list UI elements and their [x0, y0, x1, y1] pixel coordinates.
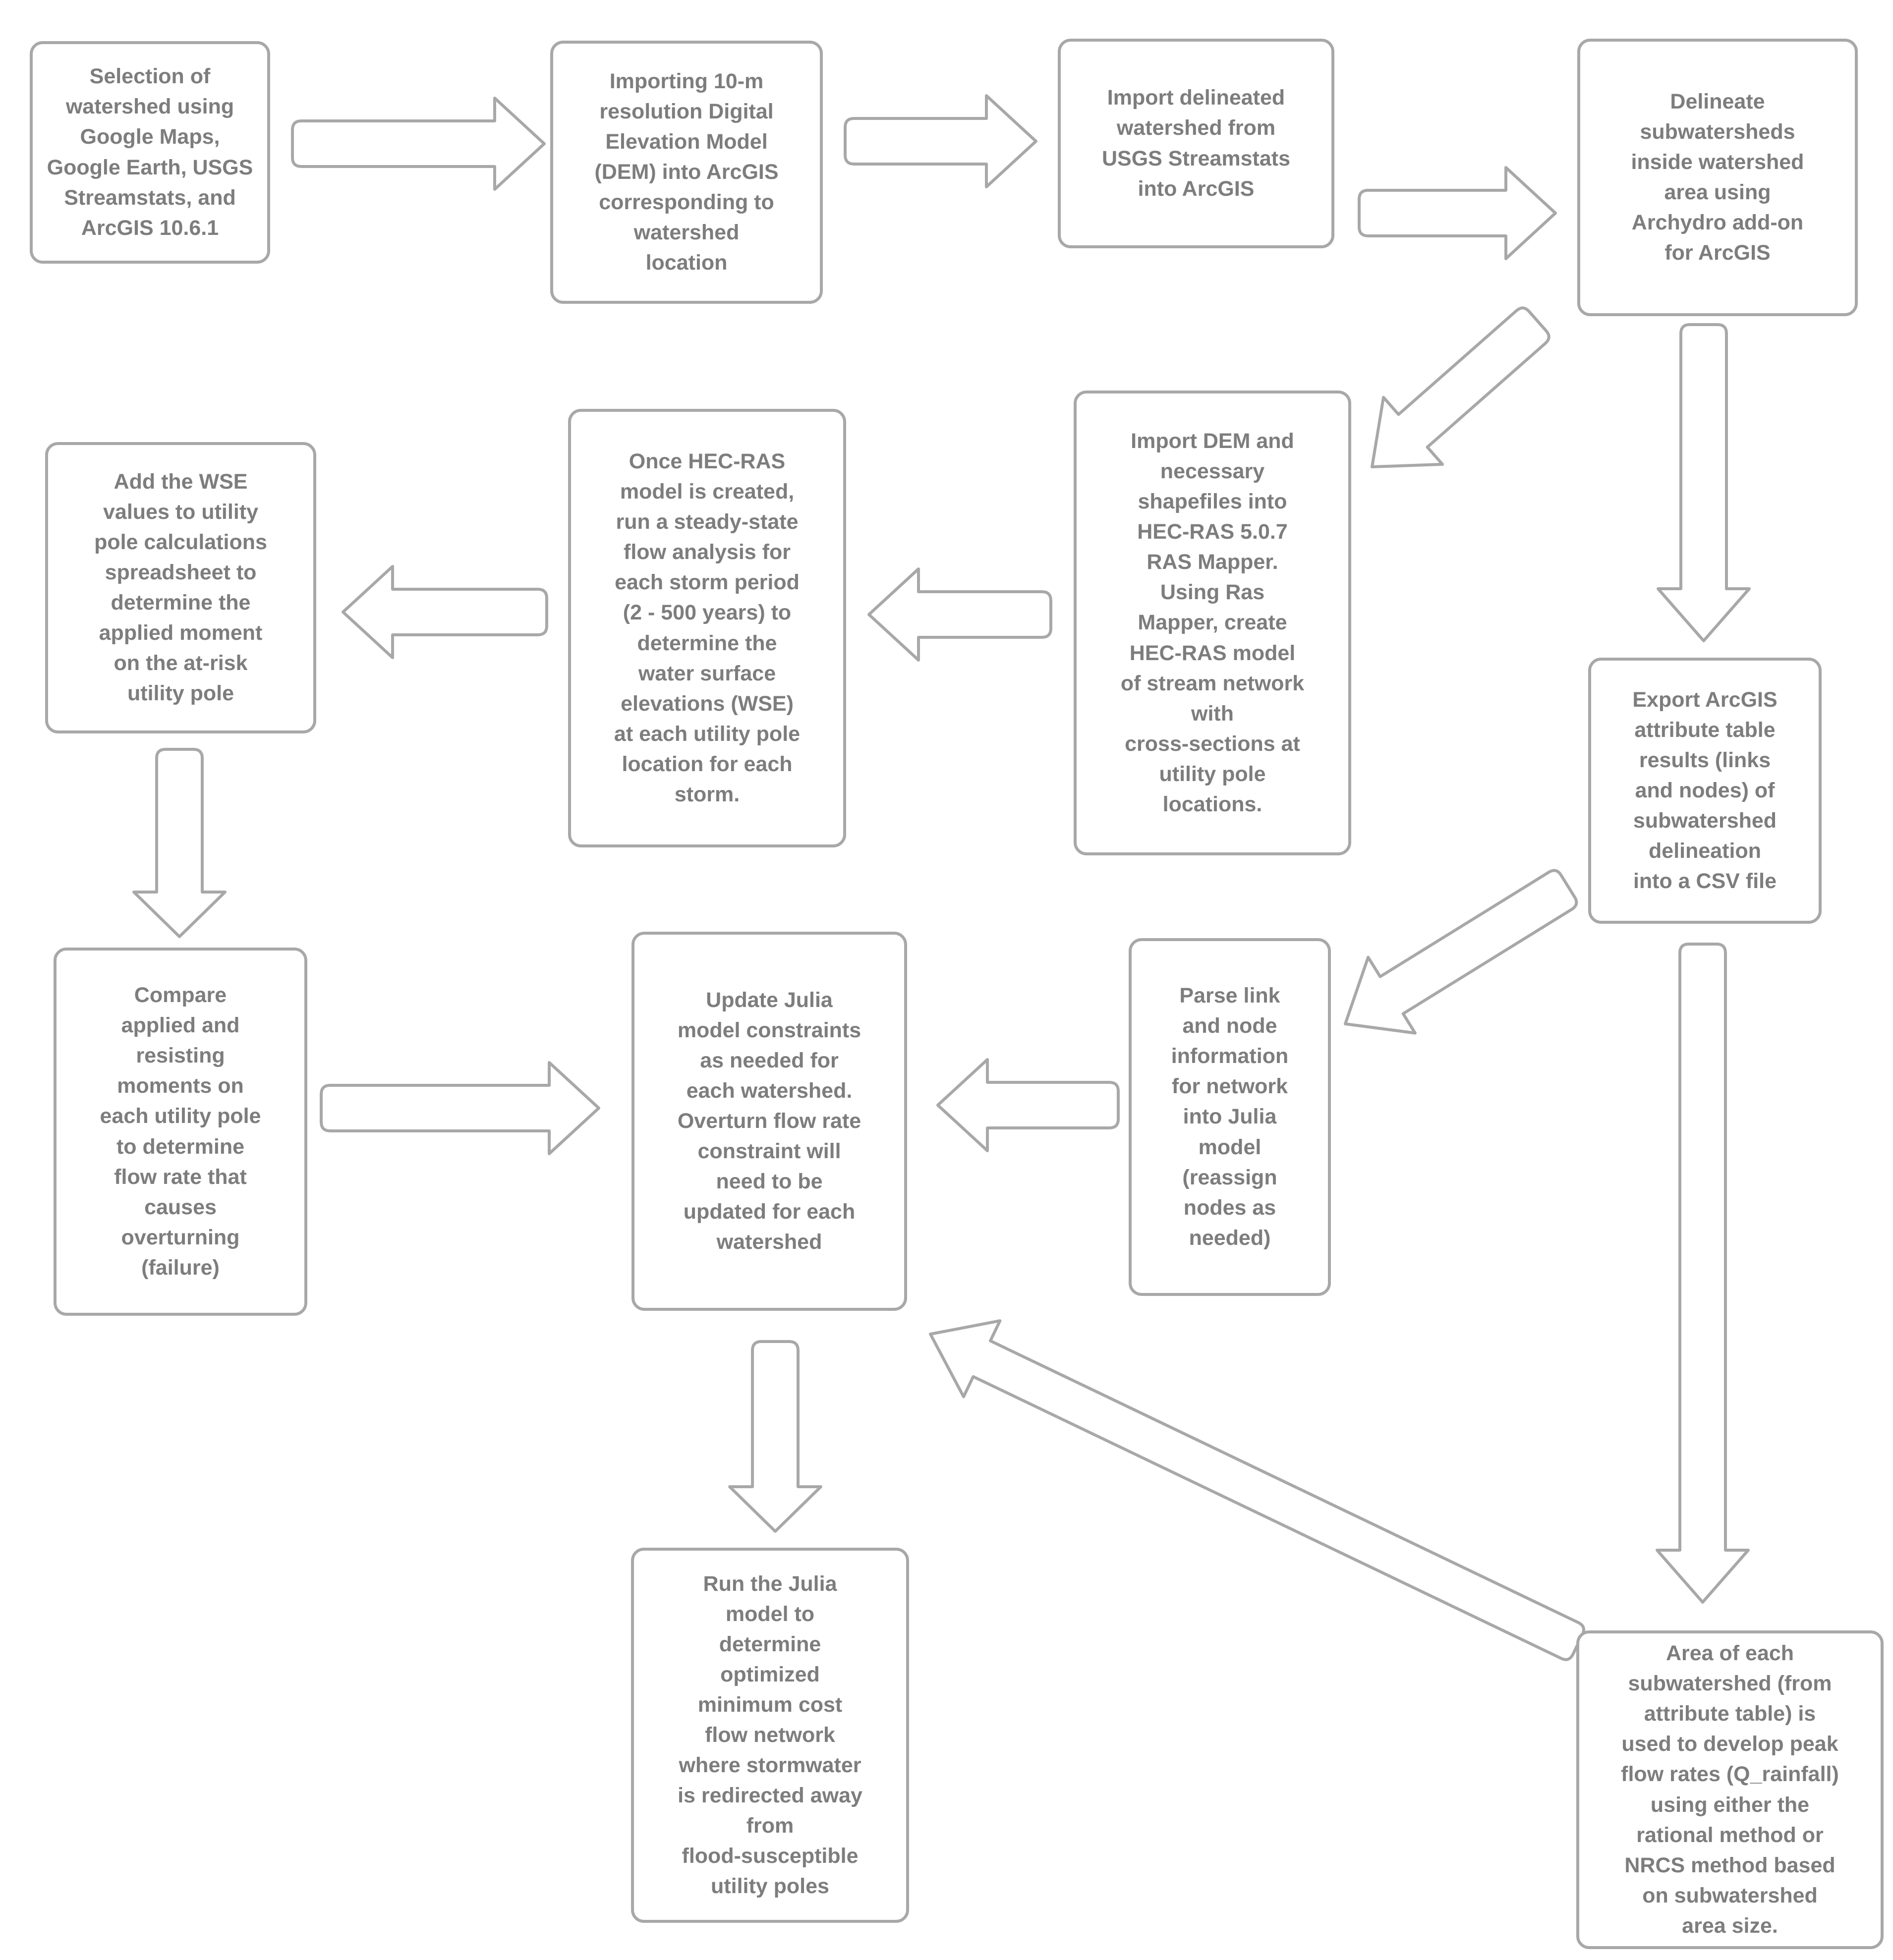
- flow-node-label: Run the Julia model to determine optimiz…: [678, 1571, 862, 1899]
- flow-arrow-delineate-subwatersheds-to-hecras-mapper: [1371, 306, 1550, 468]
- flow-node-label: Delineate subwatersheds inside watershed…: [1631, 89, 1804, 265]
- flow-node-export-csv: Export ArcGIS attribute table results (l…: [1588, 658, 1822, 924]
- flow-node-label: Selection of watershed using Google Maps…: [47, 64, 253, 240]
- flow-arrow-area-peakflow-to-update-julia: [929, 1319, 1585, 1661]
- flow-arrow-selection-to-import-dem-gis: [291, 97, 546, 191]
- flow-node-label: Parse link and node information for netw…: [1171, 984, 1289, 1250]
- flow-node-delineate-subwatersheds: Delineate subwatersheds inside watershed…: [1577, 39, 1858, 316]
- flow-arrow-update-julia-to-run-julia: [728, 1340, 822, 1533]
- flow-node-area-peakflow: Area of each subwatershed (from attribut…: [1576, 1630, 1884, 1949]
- flow-node-label: Import DEM and necessary shapefiles into…: [1120, 429, 1305, 816]
- flow-arrow-delineate-subwatersheds-to-export-csv: [1657, 323, 1751, 642]
- flow-node-label: Once HEC-RAS model is created, run a ste…: [614, 449, 801, 806]
- flow-node-label: Add the WSE values to utility pole calcu…: [94, 469, 267, 706]
- flow-node-label: Update Julia model constraints as needed…: [677, 988, 861, 1254]
- flow-node-label: Importing 10-m resolution Digital Elevat…: [594, 69, 779, 275]
- flow-node-import-watershed: Import delineated watershed from USGS St…: [1058, 39, 1334, 248]
- flow-node-label: Area of each subwatershed (from attribut…: [1621, 1641, 1839, 1938]
- flow-arrow-hecras-mapper-to-steady-state-flow: [867, 567, 1052, 662]
- flow-arrow-add-wse-to-compare-moments: [132, 748, 227, 938]
- flow-arrow-import-watershed-to-delineate-subwatersheds: [1358, 166, 1557, 260]
- flow-node-label: Compare applied and resisting moments on…: [100, 983, 261, 1280]
- flow-node-add-wse: Add the WSE values to utility pole calcu…: [45, 442, 316, 733]
- flow-node-compare-moments: Compare applied and resisting moments on…: [54, 948, 307, 1316]
- flow-arrow-import-dem-gis-to-import-watershed: [844, 94, 1037, 188]
- flow-arrow-export-csv-to-area-peakflow: [1656, 943, 1750, 1604]
- flow-node-parse-links: Parse link and node information for netw…: [1129, 938, 1331, 1296]
- flow-arrow-export-csv-to-parse-links: [1344, 869, 1578, 1035]
- flow-arrow-parse-links-to-update-julia: [936, 1058, 1120, 1152]
- flow-node-label: Import delineated watershed from USGS St…: [1102, 86, 1290, 201]
- flow-node-import-dem-gis: Importing 10-m resolution Digital Elevat…: [550, 41, 823, 304]
- flow-arrow-steady-state-flow-to-add-wse: [342, 565, 548, 659]
- flow-node-label: Export ArcGIS attribute table results (l…: [1632, 687, 1778, 894]
- flow-node-hecras-mapper: Import DEM and necessary shapefiles into…: [1074, 391, 1351, 855]
- flow-node-steady-state-flow: Once HEC-RAS model is created, run a ste…: [568, 409, 846, 847]
- flow-node-selection: Selection of watershed using Google Maps…: [30, 41, 270, 264]
- flow-node-run-julia: Run the Julia model to determine optimiz…: [631, 1548, 909, 1923]
- flow-arrow-compare-moments-to-update-julia: [320, 1061, 600, 1155]
- flow-node-update-julia: Update Julia model constraints as needed…: [631, 932, 907, 1311]
